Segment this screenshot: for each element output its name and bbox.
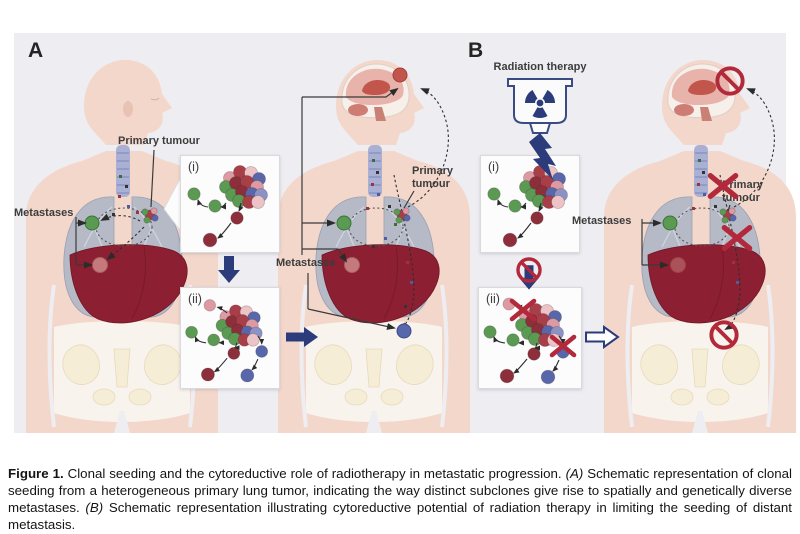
seeding-arrow bbox=[106, 226, 145, 261]
metastases-label: Metastases bbox=[276, 257, 336, 269]
clonal-seeding-diagram-ii bbox=[483, 297, 581, 385]
seeding-path-to-brain bbox=[407, 88, 449, 208]
tumour-cell-specks bbox=[112, 175, 139, 216]
human-body-radiotherapy bbox=[602, 59, 798, 435]
radiation-device-icon bbox=[500, 77, 580, 143]
metastases-label: Metastases bbox=[14, 207, 74, 219]
lung-metastasis bbox=[84, 215, 100, 231]
brain-metastasis bbox=[392, 67, 408, 83]
radiation-trefoil-icon bbox=[525, 90, 555, 119]
right-arrow-outline-icon bbox=[585, 326, 619, 348]
local-seeding-path bbox=[674, 207, 730, 247]
inset-ii-label: (ii) bbox=[188, 292, 202, 306]
prohibition-icon bbox=[714, 65, 746, 97]
clonal-seeding-diagram-ii bbox=[185, 299, 269, 383]
lightning-bolt-icon bbox=[526, 133, 560, 185]
primary-tumour-label: Primary tumour bbox=[118, 135, 200, 147]
inset-i-label: (i) bbox=[488, 160, 500, 174]
prohibition-icon bbox=[708, 319, 740, 351]
tumour-cluster bbox=[219, 165, 268, 209]
figure-panel: A bbox=[14, 33, 798, 435]
liver-metastasis bbox=[92, 257, 108, 273]
radiation-therapy-label: Radiation therapy bbox=[493, 61, 587, 73]
primary-tumour-cluster bbox=[393, 207, 411, 224]
tumour-cell-specks bbox=[692, 159, 739, 284]
panel-b-label: B bbox=[468, 39, 484, 62]
inset-box-i: (i) bbox=[180, 155, 280, 253]
head-with-brain bbox=[335, 59, 425, 146]
inset-ii-label: (ii) bbox=[486, 292, 500, 306]
liver-metastasis bbox=[344, 257, 360, 273]
inset-box-ii: (ii) bbox=[180, 287, 280, 389]
seeding-path-to-brain bbox=[733, 88, 775, 208]
down-arrow-icon bbox=[218, 255, 240, 283]
primary-tumour-cluster bbox=[719, 207, 737, 224]
seeding-arrow bbox=[100, 213, 141, 222]
liver-metastasis-faded bbox=[670, 257, 686, 273]
right-arrow-icon bbox=[286, 327, 318, 347]
figure-caption: Figure 1. Clonal seeding and the cytored… bbox=[8, 466, 792, 533]
metastases-label: Metastases bbox=[572, 215, 632, 227]
cross-x-icon bbox=[721, 222, 753, 254]
primary-tumour-label: Primary tumour bbox=[412, 165, 453, 190]
inset-i-label: (i) bbox=[188, 160, 200, 174]
figure-caption-label: Figure 1. bbox=[8, 466, 64, 482]
bone-metastasis bbox=[396, 323, 412, 339]
blocked-seeding-icon bbox=[514, 257, 544, 293]
tumour-cell-specks bbox=[366, 159, 413, 308]
lung-metastasis bbox=[336, 215, 352, 231]
clonal-seeding-diagram-i bbox=[487, 165, 568, 248]
local-seeding-path bbox=[348, 207, 404, 247]
clonal-seeding-diagram-i bbox=[187, 165, 268, 248]
human-body-primary-tumour bbox=[24, 59, 220, 435]
lung-metastasis bbox=[662, 215, 678, 231]
head bbox=[83, 59, 173, 146]
tumour-cluster bbox=[215, 304, 263, 347]
panel-a-label: A bbox=[28, 39, 44, 62]
human-body-metastatic bbox=[276, 59, 472, 435]
primary-tumour-cluster bbox=[141, 207, 159, 224]
cross-x-icon bbox=[707, 170, 739, 202]
inset-box-i-irradiated: (i) bbox=[480, 155, 580, 253]
inset-box-ii-irradiated: (ii) bbox=[478, 287, 582, 389]
